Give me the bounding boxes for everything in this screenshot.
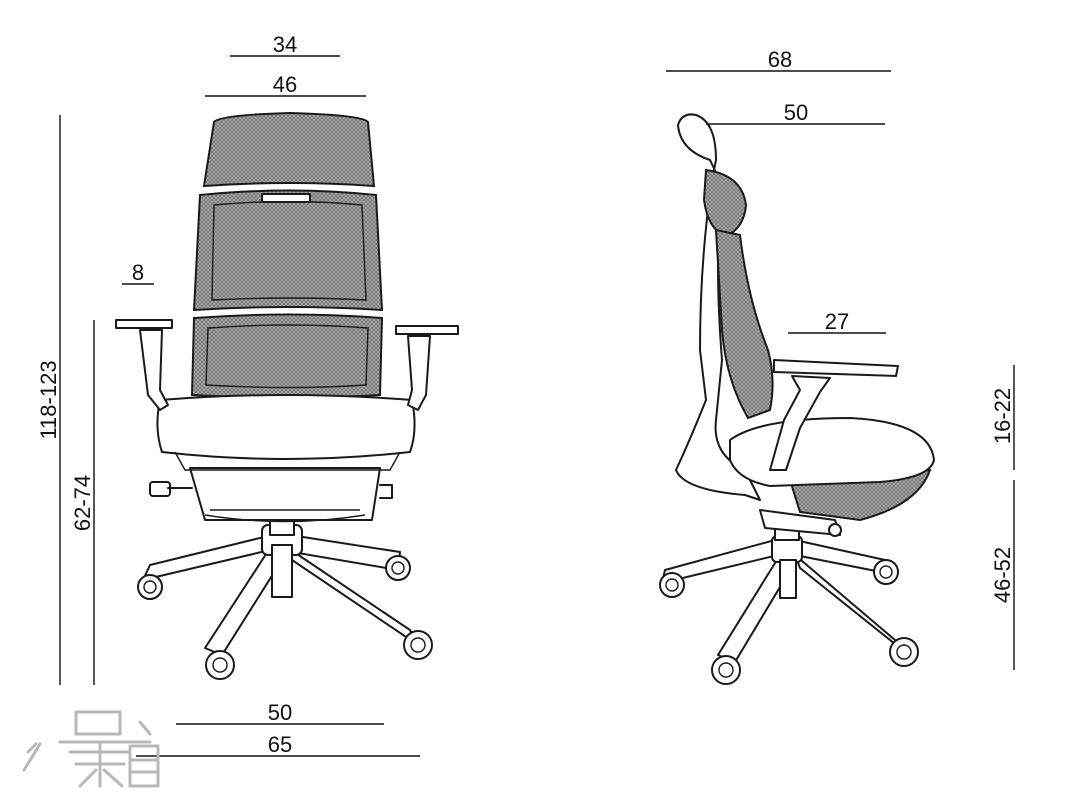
desk-chair-logo-icon (22, 710, 160, 788)
dim-seat-width: 50 (268, 700, 292, 725)
dim-total-depth: 68 (768, 47, 792, 72)
side-view-chair (659, 113, 935, 685)
front-armrest-right (395, 325, 459, 411)
dim-total-height: 118-123 (36, 360, 61, 439)
dim-seat-depth: 50 (784, 100, 808, 125)
side-back-frame (675, 113, 761, 501)
front-backrest-upper (192, 189, 384, 312)
front-view-chair (115, 111, 459, 680)
front-base (137, 524, 433, 680)
front-mechanism (149, 467, 393, 536)
front-seat (156, 394, 416, 460)
dim-back-width: 46 (273, 72, 297, 97)
front-headrest (202, 111, 376, 188)
dim-armrest-above-seat: 16-22 (990, 388, 1015, 444)
front-armrest-left (115, 319, 173, 411)
dim-headrest-width: 34 (273, 32, 297, 57)
dim-base-width: 65 (268, 732, 292, 757)
side-dimensions: 68 50 27 16-22 46-52 (666, 47, 1015, 670)
dim-armrest-width: 8 (132, 260, 144, 285)
side-headrest (702, 168, 748, 238)
dim-armrest-length: 27 (825, 309, 849, 334)
side-base (659, 535, 919, 685)
dim-armrest-height: 62-74 (70, 475, 95, 531)
side-backrest (714, 228, 774, 420)
dim-seat-height: 46-52 (990, 547, 1015, 603)
side-armrest (769, 359, 899, 471)
side-seat (729, 417, 935, 487)
front-dimensions: 34 46 8 118-123 62-74 50 65 (36, 32, 420, 757)
